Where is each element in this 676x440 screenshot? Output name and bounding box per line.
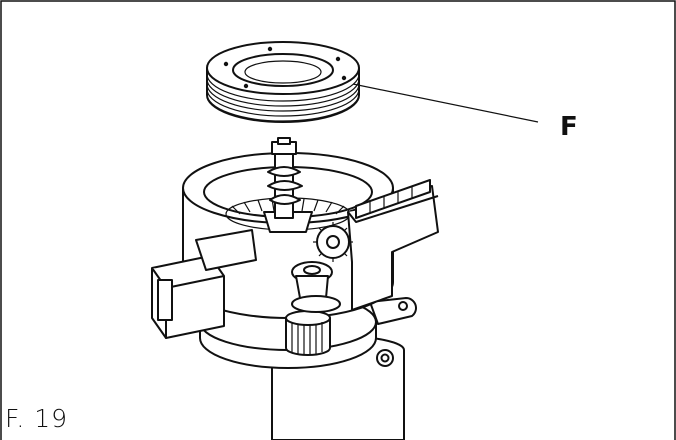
bevel-gear-lower <box>291 261 333 299</box>
right-gear-arm <box>347 179 439 311</box>
pinion-gear <box>285 295 341 356</box>
threaded-ring-nut <box>206 41 360 123</box>
gearbox-housing <box>182 152 394 319</box>
figure-caption: F. 19 <box>5 404 69 433</box>
limit-switch-box <box>151 229 257 339</box>
callout-leader-line <box>352 83 539 123</box>
worm-shaft <box>267 137 303 219</box>
callout-label-f: F <box>560 112 578 142</box>
bevel-gear-upper <box>313 222 353 262</box>
